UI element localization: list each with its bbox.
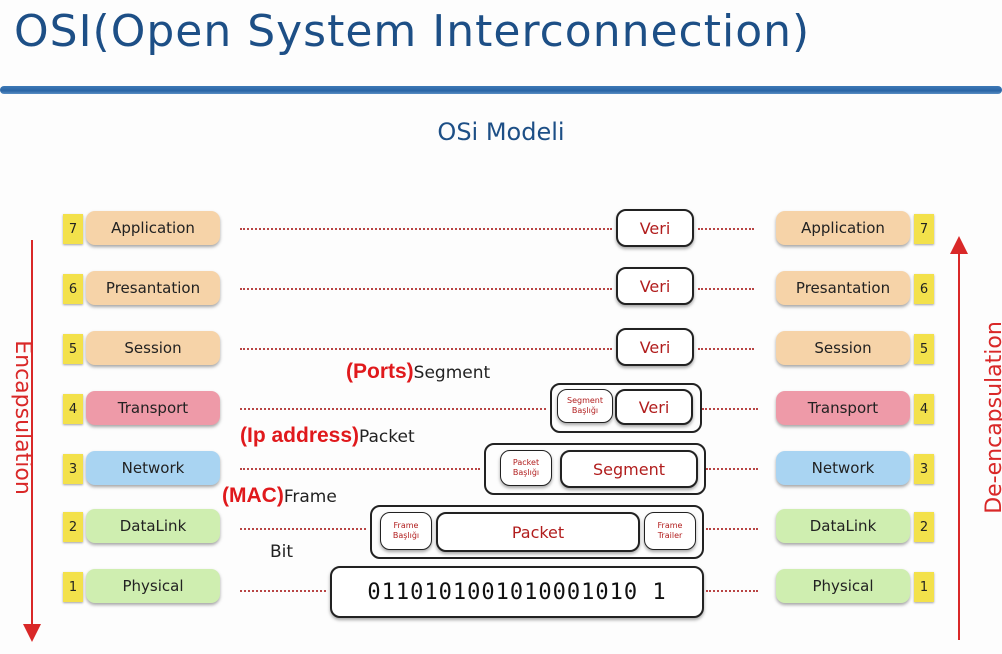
connector-line-6-left xyxy=(240,288,612,290)
right-layer-number-5: 5 xyxy=(914,334,934,364)
data-pill-application: Veri xyxy=(616,209,694,247)
encapsulation-arrow-line xyxy=(31,240,33,630)
connector-line-7-right xyxy=(698,228,754,230)
page-title: OSI(Open System Interconnection) xyxy=(14,6,811,57)
page-subtitle: OSi Modeli xyxy=(437,118,565,146)
left-layer-network: Network xyxy=(86,451,220,485)
left-layer-number-2: 2 xyxy=(63,512,83,542)
packet-header-pill: Packet Başlığı xyxy=(500,450,552,486)
left-layer-number-3: 3 xyxy=(63,454,83,484)
connector-line-7-left xyxy=(240,228,612,230)
connector-line-5-right xyxy=(698,348,754,350)
connector-line-3-left xyxy=(240,468,480,470)
frame-highlight: (MAC) xyxy=(222,484,284,507)
encapsulation-label: Encapsulation xyxy=(9,340,35,495)
segment-frame xyxy=(550,383,702,433)
left-layer-number-5: 5 xyxy=(63,334,83,364)
de-encapsulation-arrow-head xyxy=(950,236,968,254)
right-layer-network: Network xyxy=(776,451,910,485)
connector-line-4-left xyxy=(240,408,546,410)
segment-highlight: (Ports) xyxy=(346,360,414,383)
right-layer-number-3: 3 xyxy=(914,454,934,484)
right-layer-transport: Transport xyxy=(776,391,910,425)
title-underline xyxy=(0,86,1002,94)
connector-line-6-right xyxy=(698,288,754,290)
connector-line-5-left xyxy=(240,348,612,350)
right-layer-number-6: 6 xyxy=(914,274,934,304)
right-layer-application: Application xyxy=(776,211,910,245)
right-layer-number-1: 1 xyxy=(914,572,934,602)
right-layer-number-7: 7 xyxy=(914,214,934,244)
right-layer-physical: Physical xyxy=(776,569,910,603)
connector-line-2-right xyxy=(706,528,758,530)
left-layer-session: Session xyxy=(86,331,220,365)
left-layer-number-7: 7 xyxy=(63,214,83,244)
bit-label: Bit xyxy=(270,542,294,562)
connector-line-4-right xyxy=(702,408,758,410)
left-layer-number-1: 1 xyxy=(63,572,83,602)
data-pill-session: Veri xyxy=(616,328,694,366)
frame-label: Frame xyxy=(283,487,337,507)
right-layer-number-4: 4 xyxy=(914,394,934,424)
packet-unit-label: (Ip address)Packet xyxy=(240,424,415,448)
segment-pill-network: Segment xyxy=(560,450,698,488)
de-encapsulation-label: De-encapsulation xyxy=(981,321,1002,514)
right-layer-session: Session xyxy=(776,331,910,365)
de-encapsulation-arrow-line xyxy=(958,250,960,640)
packet-highlight: (Ip address) xyxy=(240,424,360,447)
left-layer-physical: Physical xyxy=(86,569,220,603)
connector-line-2-left xyxy=(240,528,366,530)
left-layer-number-4: 4 xyxy=(63,394,83,424)
segment-label: Segment xyxy=(413,363,491,383)
packet-frame xyxy=(484,443,706,495)
left-layer-datalink: DataLink xyxy=(86,509,220,543)
left-layer-application: Application xyxy=(86,211,220,245)
left-layer-presentation: Presantation xyxy=(86,271,220,305)
right-layer-presentation: Presantation xyxy=(776,271,910,305)
frame-header-pill: Frame Başlığı xyxy=(380,512,432,550)
encapsulation-arrow-head xyxy=(23,624,41,642)
segment-header-pill: Segment Başlığı xyxy=(557,389,613,423)
left-layer-transport: Transport xyxy=(86,391,220,425)
left-layer-number-6: 6 xyxy=(63,274,83,304)
connector-line-1-right xyxy=(706,590,758,592)
right-layer-number-2: 2 xyxy=(914,512,934,542)
data-pill-transport: Veri xyxy=(615,389,693,425)
packet-pill-datalink: Packet xyxy=(436,512,640,552)
right-layer-datalink: DataLink xyxy=(776,509,910,543)
connector-line-3-right xyxy=(706,468,758,470)
data-pill-presentation: Veri xyxy=(616,267,694,305)
segment-unit-label: (Ports)Segment xyxy=(346,360,490,384)
packet-label: Packet xyxy=(359,427,415,447)
frame-frame xyxy=(370,505,704,559)
frame-unit-label: (MAC)Frame xyxy=(222,484,337,508)
connector-line-1-left xyxy=(240,590,326,592)
frame-trailer-pill: Frame Trailer xyxy=(644,512,696,550)
bitstream-pill: 0110101001010001010 1 xyxy=(330,566,704,618)
